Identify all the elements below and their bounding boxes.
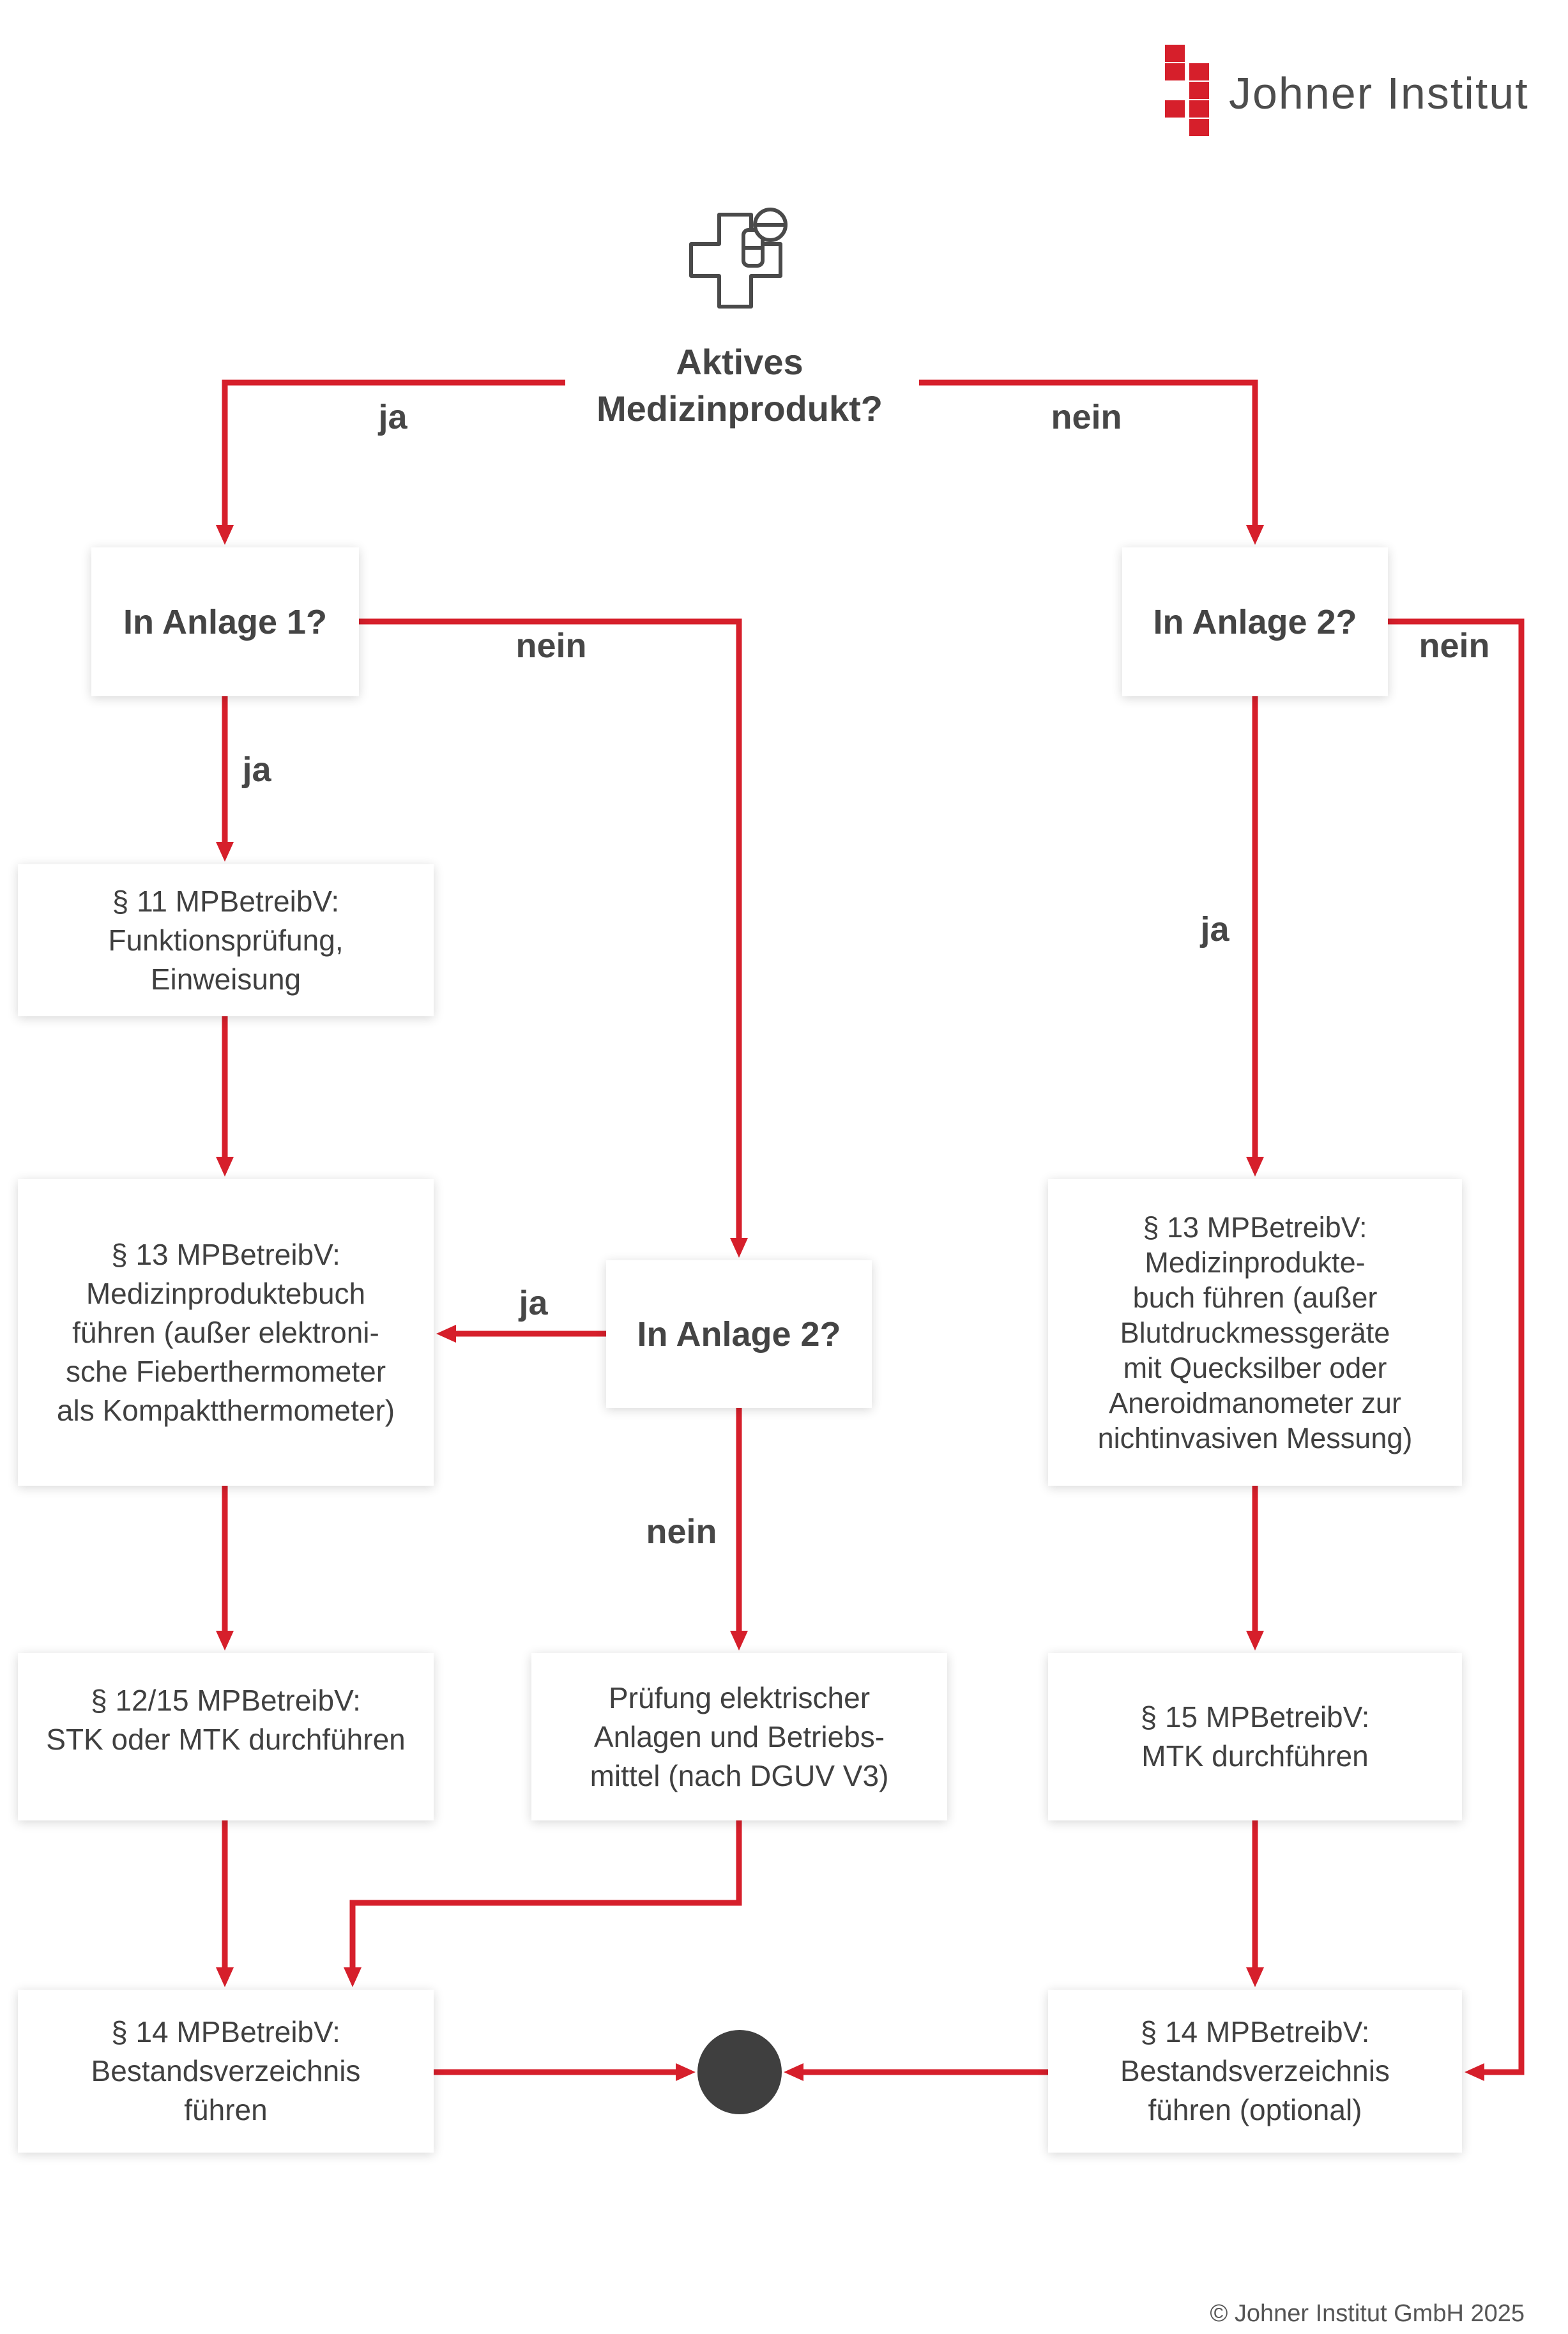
connector-line <box>919 379 1258 528</box>
arrow-head <box>216 1967 234 1987</box>
node-text: § 12/15 MPBetreibV: STK oder MTK durchfü… <box>46 1684 406 1756</box>
connector-line <box>349 1820 742 1969</box>
connector-line <box>222 379 565 528</box>
arrow-head <box>216 525 234 545</box>
edge-mpbetreibv-12-15-to-mpbetreibv-14-left <box>216 1820 234 1987</box>
johner-square-mark-icon <box>1165 45 1209 136</box>
node-text: § 14 MPBetreibV: Bestandsverzeichnis füh… <box>1120 2015 1390 2126</box>
node-text: § 14 MPBetreibV: Bestandsverzeichnis füh… <box>91 2015 361 2126</box>
node-text: § 13 MPBetreibV: Medizinproduktebuch füh… <box>56 1237 395 1427</box>
edge-pruefung-dguv-to-mpbetreibv-14-left <box>344 1820 742 1987</box>
edge-label-anlage2-center-nein: nein <box>646 1513 717 1551</box>
arrow-head <box>1465 2063 1484 2081</box>
node-mpbetreibv-14-left: § 14 MPBetreibV: Bestandsverzeichnis füh… <box>18 1990 434 2153</box>
node-text: In Anlage 2? <box>1153 602 1357 641</box>
edge-label-anlage2-right-ja: ja <box>1200 910 1229 949</box>
logo-text: Johner Institut <box>1229 68 1529 118</box>
edge-anlage1-to-anlage2-center <box>359 618 748 1258</box>
node-text: Prüfung elektrischer Anlagen und Betrieb… <box>590 1681 889 1792</box>
node-mpbetreibv-15: § 15 MPBetreibV: MTK durchführen <box>1048 1653 1462 1820</box>
logo-square <box>1189 119 1209 136</box>
node-pruefung-dguv: Prüfung elektrischer Anlagen und Betrieb… <box>531 1653 947 1820</box>
node-in-anlage-2-right: In Anlage 2? <box>1122 547 1388 696</box>
node-text: In Anlage 2? <box>637 1315 841 1354</box>
connector-line <box>359 618 742 1239</box>
edge-mpbetreibv-14-right-to-end <box>784 2063 1048 2081</box>
arrow-head <box>216 1631 234 1651</box>
edge-anlage2-right-to-mpbetreibv-13-right <box>1246 696 1264 1177</box>
node-text: In Anlage 1? <box>123 602 328 641</box>
arrow-head <box>730 1238 748 1258</box>
node-mpbetreibv-11: § 11 MPBetreibV: Funktionsprüfung, Einwe… <box>18 864 434 1016</box>
edge-anlage2-center-to-pruefung-dguv <box>730 1408 748 1651</box>
edge-anlage1-to-mpbetreibv-11 <box>216 696 234 862</box>
arrow-head <box>1246 1157 1264 1177</box>
arrow-head <box>1246 525 1264 545</box>
edge-label-anlage1-nein: nein <box>515 627 587 665</box>
logo-square <box>1189 63 1209 80</box>
edge-label-anlage2-right-nein: nein <box>1419 627 1490 665</box>
arrow-head <box>436 1325 456 1343</box>
arrow-head <box>730 1631 748 1651</box>
edge-mpbetreibv-15-to-mpbetreibv-14-right <box>1246 1820 1264 1987</box>
connector-line <box>1388 618 1525 2075</box>
node-text: § 15 MPBetreibV: MTK durchführen <box>1140 1700 1370 1773</box>
logo-square <box>1165 45 1185 62</box>
node-in-anlage-1: In Anlage 1? <box>91 547 359 696</box>
arrow-head <box>1246 1967 1264 1987</box>
node-mpbetreibv-12-15: § 12/15 MPBetreibV: STK oder MTK durchfü… <box>18 1653 434 1820</box>
node-mpbetreibv-14-right: § 14 MPBetreibV: Bestandsverzeichnis füh… <box>1048 1990 1462 2153</box>
edge-label-start-nein: nein <box>1051 398 1122 436</box>
edge-label-anlage1-ja: ja <box>242 751 271 789</box>
start-question: Aktives Medizinprodukt? <box>597 342 883 429</box>
arrow-head <box>676 2063 696 2081</box>
edge-label-start-ja: ja <box>378 398 407 436</box>
node-in-anlage-2-center: In Anlage 2? <box>606 1260 872 1408</box>
arrow-head <box>216 842 234 862</box>
node-text: § 13 MPBetreibV: Medizinprodukte- buch f… <box>1097 1210 1413 1454</box>
edge-start-to-anlage1 <box>216 379 565 545</box>
logo-square <box>1189 100 1209 118</box>
edge-anlage2-right-to-mpbetreibv-14-right <box>1388 618 1525 2081</box>
edge-mpbetreibv-13-right-to-mpbetreibv-15 <box>1246 1486 1264 1651</box>
node-text: § 11 MPBetreibV: Funktionsprüfung, Einwe… <box>108 884 344 996</box>
edge-anlage2-center-to-mpbetreibv-13-left <box>436 1325 606 1343</box>
logo-square <box>1189 82 1209 99</box>
end-node <box>697 2030 782 2114</box>
edge-label-anlage2-center-ja: ja <box>519 1284 548 1322</box>
edge-mpbetreibv-13-left-to-mpbetreibv-12-15 <box>216 1486 234 1651</box>
copyright-notice: © Johner Institut GmbH 2025 <box>1210 2300 1525 2327</box>
edge-mpbetreibv-14-left-to-end <box>434 2063 696 2081</box>
node-mpbetreibv-13-right: § 13 MPBetreibV: Medizinprodukte- buch f… <box>1048 1179 1462 1486</box>
arrow-head <box>216 1157 234 1177</box>
logo-square <box>1165 63 1185 80</box>
edge-start-to-anlage2-right <box>919 379 1264 545</box>
node-mpbetreibv-13-left: § 13 MPBetreibV: Medizinproduktebuch füh… <box>18 1179 434 1486</box>
medical-cross-pill-icon <box>689 208 788 309</box>
logo-square <box>1165 100 1185 118</box>
arrow-head <box>784 2063 803 2081</box>
arrow-head <box>344 1967 362 1987</box>
edge-mpbetreibv-11-to-mpbetreibv-13-left <box>216 1016 234 1177</box>
arrow-head <box>1246 1631 1264 1651</box>
